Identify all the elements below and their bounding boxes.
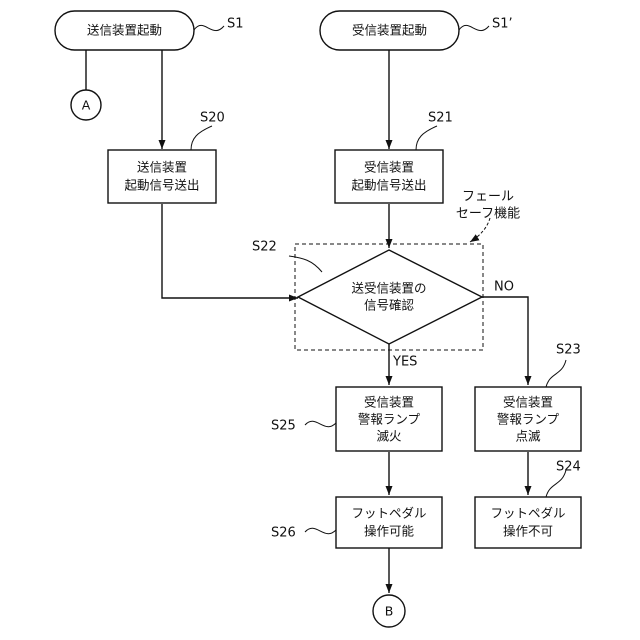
s21-line1: 受信装置 [364, 160, 414, 175]
s1-leader [194, 25, 224, 30]
failsafe-pointer [470, 218, 490, 242]
step-label-s23: S23 [556, 343, 581, 358]
s26-leader [305, 528, 336, 533]
s25-leader [305, 421, 336, 426]
step-label-s24: S24 [556, 460, 581, 475]
step-label-s1: S1 [227, 17, 244, 32]
step-label-s21: S21 [428, 111, 453, 126]
connector-a-label: A [82, 98, 91, 113]
s20-process-box [108, 150, 216, 203]
s25-line3: 滅火 [376, 429, 402, 444]
s22-line1: 送受信装置の [351, 281, 426, 296]
s21-process-box [335, 150, 443, 203]
s26-line2: 操作可能 [364, 524, 415, 539]
s22-leader [289, 256, 322, 272]
edge-s22-no-to-s23 [482, 297, 528, 385]
step-label-s1p: S1’ [492, 17, 513, 32]
s1p-leader [459, 25, 489, 30]
yes-label: YES [392, 355, 417, 370]
step-label-s26: S26 [271, 526, 296, 541]
failsafe-label-line1: フェール [462, 190, 514, 205]
s26-line1: フットペダル [351, 506, 426, 521]
step-label-s22: S22 [252, 240, 277, 255]
edges [86, 50, 528, 593]
s20-line1: 送信装置 [137, 160, 187, 175]
step-label-s20: S20 [200, 111, 225, 126]
start-send-label: 送信装置起動 [87, 23, 162, 38]
s22-line2: 信号確認 [364, 298, 415, 313]
s21-line2: 起動信号送出 [351, 178, 426, 193]
s25-line2: 警報ランプ [358, 412, 421, 427]
failsafe-label-line2: セーフ機能 [456, 207, 520, 222]
connector-b-label: B [385, 604, 394, 619]
s25-line1: 受信装置 [364, 395, 414, 410]
s20-line2: 起動信号送出 [124, 178, 199, 193]
s24-line2: 操作不可 [503, 524, 553, 539]
s23-leader [546, 360, 566, 387]
no-label: NO [494, 280, 514, 295]
step-label-s25: S25 [271, 419, 296, 434]
s20-leader [191, 126, 212, 150]
start-recv-label: 受信装置起動 [352, 23, 427, 38]
s23-line1: 受信装置 [503, 395, 553, 410]
s24-line1: フットペダル [490, 506, 565, 521]
s21-leader [416, 126, 437, 150]
edge-s20-to-s22 [162, 204, 298, 298]
s23-line2: 警報ランプ [497, 412, 560, 427]
s23-line3: 点滅 [515, 429, 541, 444]
